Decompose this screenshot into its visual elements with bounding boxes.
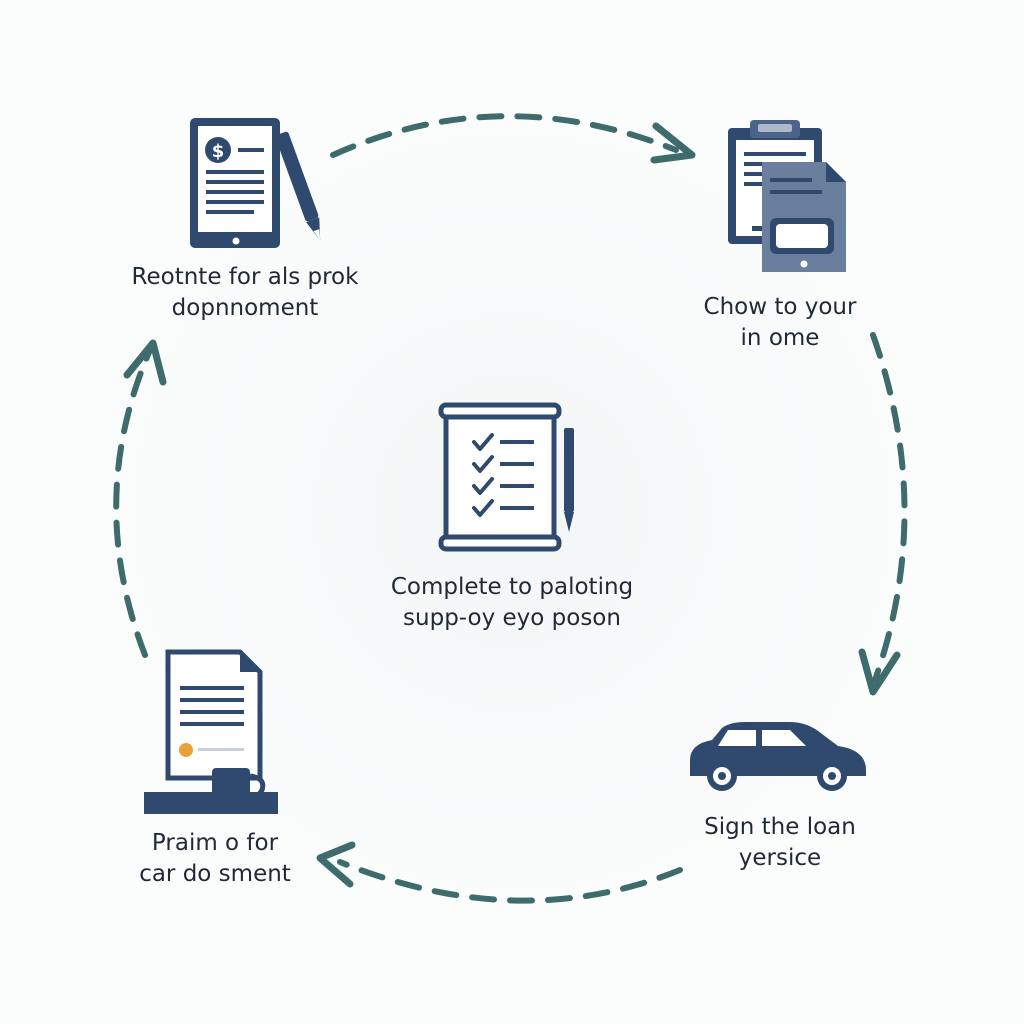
step-label-line: in ome: [740, 325, 820, 351]
step-label-line: dopnnoment: [171, 295, 319, 321]
svg-text:$: $: [212, 141, 225, 162]
step-label-line: Sign the loan: [704, 814, 856, 840]
arrowhead-left: [123, 339, 167, 386]
step-label-line: Praim o for: [151, 830, 279, 856]
step-label-top-right: Chow to your in ome: [650, 292, 910, 354]
step-label-line: yersice: [738, 845, 822, 871]
step-label-line: car do sment: [139, 861, 291, 887]
step-label-line: Reotnte for als prok: [131, 264, 359, 290]
clipboard-documents-icon: [728, 120, 846, 272]
step-label-bottom-left: Praim o for car do sment: [110, 828, 320, 890]
step-label-bottom-right: Sign the loan yersice: [660, 812, 900, 874]
arrow-bottom: [337, 859, 683, 904]
arrowhead-right: [858, 648, 901, 696]
arrow-right: [870, 332, 908, 683]
step-label-line: supp-oy eyo poson: [403, 605, 621, 631]
checklist-scroll-pen-icon: [438, 402, 574, 552]
car-icon: [690, 722, 866, 791]
arrow-left: [113, 347, 153, 658]
tablet-invoice-pen-icon: $: [190, 118, 321, 248]
document-coffee-cup-icon: [144, 649, 278, 814]
step-label-line: Chow to your: [703, 294, 857, 320]
arrowhead-bottom: [316, 841, 356, 888]
step-label-line: Complete to paloting: [390, 574, 634, 600]
step-label-top-left: Reotnte for als prok dopnnoment: [100, 262, 390, 324]
arrow-top: [330, 113, 679, 158]
step-label-center: Complete to paloting supp-oy eyo poson: [352, 572, 672, 634]
arrowhead-top: [650, 122, 696, 164]
